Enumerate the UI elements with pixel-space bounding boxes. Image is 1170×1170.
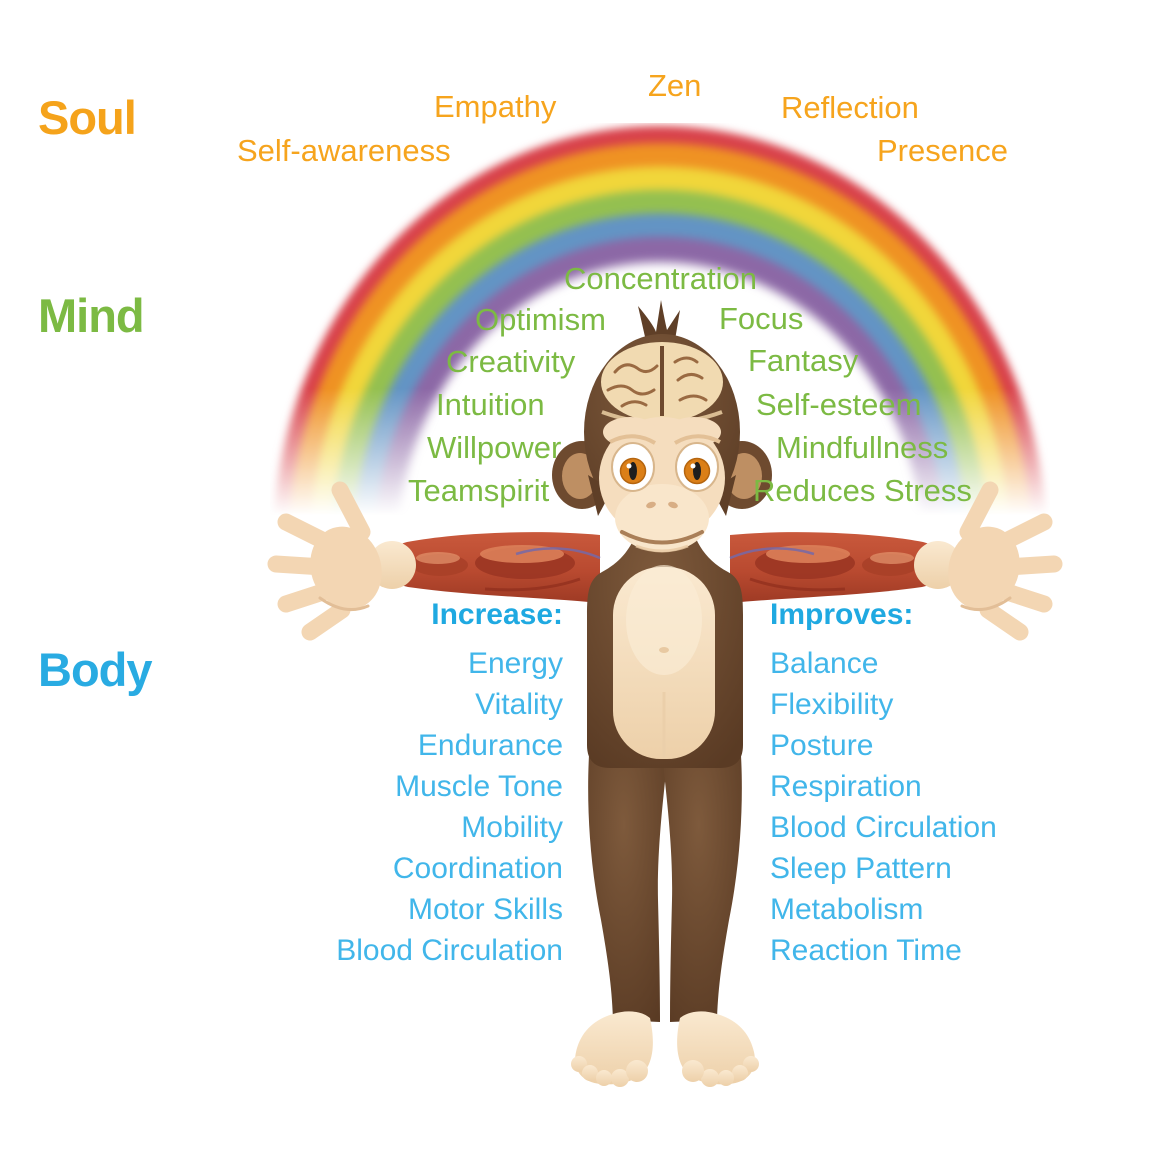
body-increase-item: Energy: [467, 647, 563, 680]
monkey-muzzle: [615, 484, 709, 552]
monkey-left-hand: [267, 481, 382, 641]
mind-word-self-esteem: Self-esteem: [756, 387, 922, 422]
mind-word-willpower: Willpower: [427, 430, 562, 465]
body-increase-title: Increase:: [431, 598, 563, 631]
monkey-mouth: [620, 530, 704, 545]
body-improves-column: Improves: Balance Flexibility Posture Re…: [770, 598, 1170, 971]
body-improves-item: Metabolism: [770, 893, 924, 926]
body-increase-item: Vitality: [475, 688, 563, 721]
monkey-eyes: [611, 442, 719, 492]
monkey-torso: [587, 502, 743, 768]
soul-word-self-awareness: Self-awareness: [237, 133, 451, 168]
body-improves-item: Blood Circulation: [770, 811, 997, 844]
mind-word-fantasy: Fantasy: [748, 343, 859, 378]
monkey-right-hand: [948, 481, 1063, 641]
monkey-left-arm-muscles: [368, 532, 601, 603]
body-heading: Body: [38, 643, 152, 696]
mind-word-creativity: Creativity: [446, 344, 576, 379]
monkey-face: [599, 417, 725, 553]
soul-word-reflection: Reflection: [781, 90, 919, 125]
body-increase-item: Muscle Tone: [395, 770, 563, 803]
mind-word-reduces-stress: Reduces Stress: [753, 473, 972, 508]
mind-word-concentration: Concentration: [564, 261, 758, 296]
body-improves-item: Sleep Pattern: [770, 852, 952, 885]
mind-word-intuition: Intuition: [436, 387, 545, 422]
monkey-brain: [601, 342, 723, 425]
mind-heading: Mind: [38, 289, 145, 342]
body-improves-title: Improves:: [770, 598, 914, 631]
body-increase-column: Increase: Energy Vitality Endurance Musc…: [170, 598, 563, 971]
body-increase-item: Motor Skills: [407, 893, 563, 926]
soul-word-presence: Presence: [877, 133, 1008, 168]
body-improves-item: Balance: [770, 647, 879, 680]
mind-word-optimism: Optimism: [475, 302, 606, 337]
body-increase-item: Endurance: [417, 729, 563, 762]
body-increase-item: Blood Circulation: [336, 934, 563, 967]
monkey-legs: [588, 740, 742, 1022]
soul-word-zen: Zen: [648, 68, 702, 103]
body-increase-item: Coordination: [392, 852, 563, 885]
body-improves-item: Respiration: [770, 770, 922, 803]
body-increase-item: Mobility: [461, 811, 563, 844]
mind-word-teamspirit: Teamspirit: [408, 473, 550, 508]
mind-word-mindfullness: Mindfullness: [776, 430, 949, 465]
monkey-feet: [571, 1011, 759, 1087]
body-improves-item: Posture: [770, 729, 874, 762]
body-improves-item: Flexibility: [770, 688, 894, 721]
monkey-nose: [646, 501, 656, 509]
mind-word-focus: Focus: [719, 301, 804, 336]
soul-word-empathy: Empathy: [434, 89, 557, 124]
monkey-illustration: [267, 300, 1063, 1087]
monkey-right-arm-muscles: [729, 532, 962, 603]
monkey-head: [552, 300, 772, 553]
soul-heading: Soul: [38, 91, 137, 144]
body-improves-item: Reaction Time: [770, 934, 962, 967]
